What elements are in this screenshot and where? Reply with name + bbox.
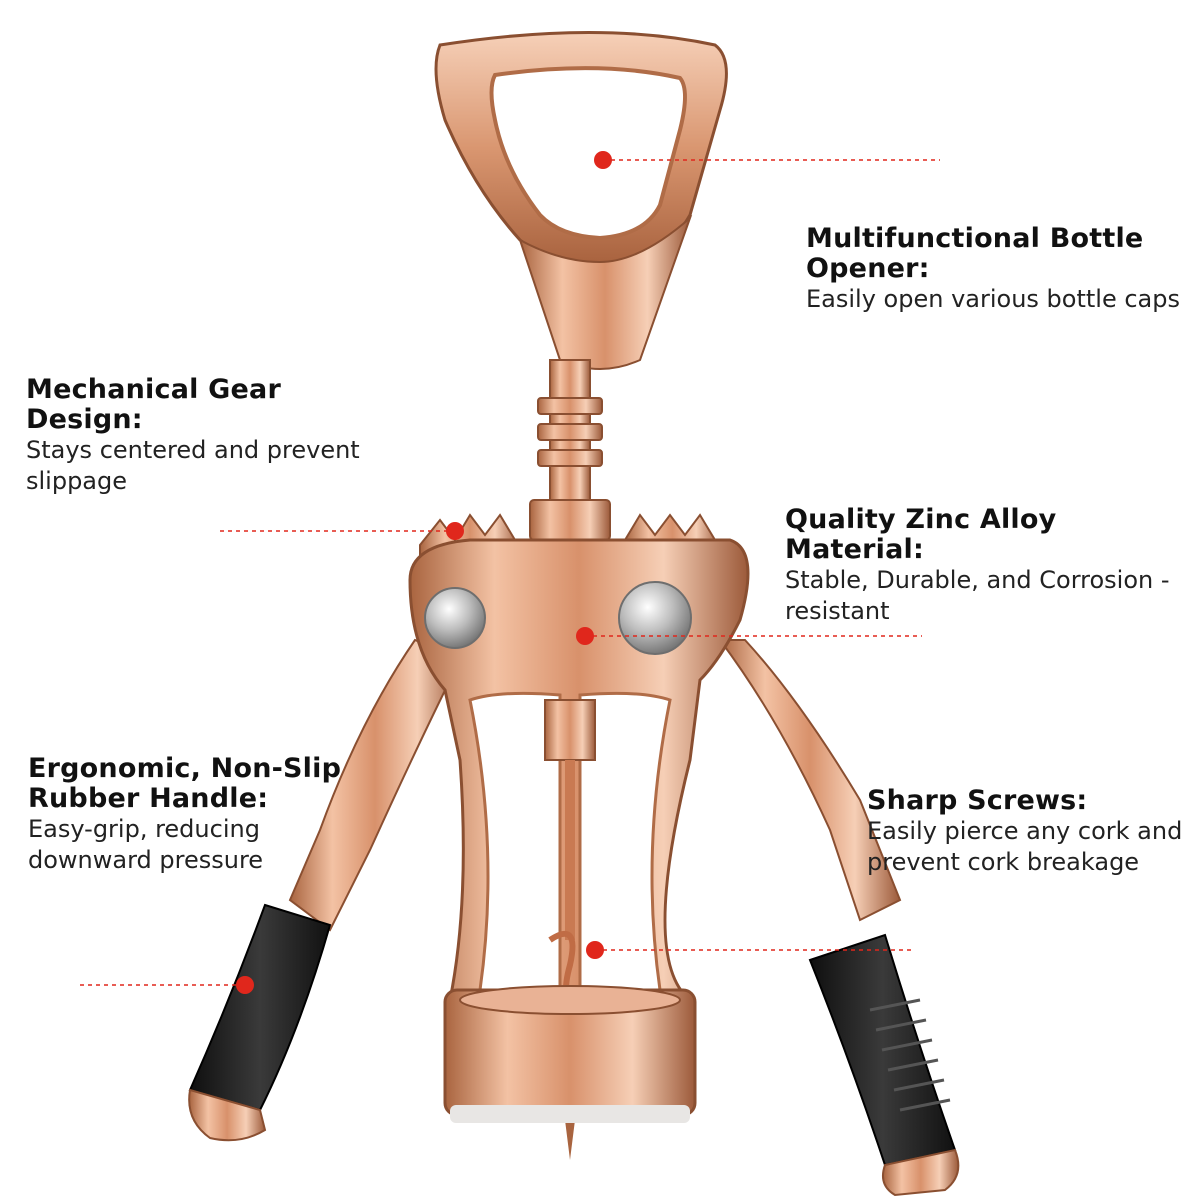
feature-title: Multifunctional Bottle Opener: <box>806 223 1144 284</box>
feature-title: Sharp Screws: <box>867 785 1088 816</box>
callout-handle <box>80 976 254 994</box>
callout-zinc <box>576 627 922 645</box>
feature-label-bottle-opener: Multifunctional Bottle Opener: Easily op… <box>806 224 1186 315</box>
callout-opener <box>594 151 940 169</box>
feature-title: Quality Zinc Alloy Material: <box>785 504 1057 565</box>
rubber-handles <box>188 903 960 1197</box>
bottle-opener <box>434 31 728 370</box>
feature-description: Stays centered and prevent slippage <box>26 436 360 495</box>
feature-label-rubber-handle: Ergonomic, Non-Slip Rubber Handle: Easy-… <box>28 754 368 876</box>
steel-rivet-right-icon <box>618 581 692 655</box>
feature-description: Stable, Durable, and Corrosion -resistan… <box>785 566 1170 625</box>
gear-shaft <box>529 359 611 541</box>
feature-label-zinc-alloy: Quality Zinc Alloy Material: Stable, Dur… <box>785 505 1195 627</box>
callout-screw <box>586 941 913 959</box>
feature-title: Mechanical Gear Design: <box>26 374 281 435</box>
feature-description: Easily pierce any cork and prevent cork … <box>867 817 1183 876</box>
feature-description: Easy-grip, reducing downward pressure <box>28 815 264 874</box>
callout-gear <box>220 522 464 540</box>
feature-label-gear-design: Mechanical Gear Design: Stays centered a… <box>26 375 406 497</box>
feature-title: Ergonomic, Non-Slip Rubber Handle: <box>28 753 342 814</box>
zinc-alloy-body <box>408 538 750 1002</box>
steel-rivet-left-icon <box>424 587 486 649</box>
feature-description: Easily open various bottle caps <box>806 285 1180 313</box>
feature-label-sharp-screws: Sharp Screws: Easily pierce any cork and… <box>867 786 1197 878</box>
base-collar <box>443 985 697 1123</box>
